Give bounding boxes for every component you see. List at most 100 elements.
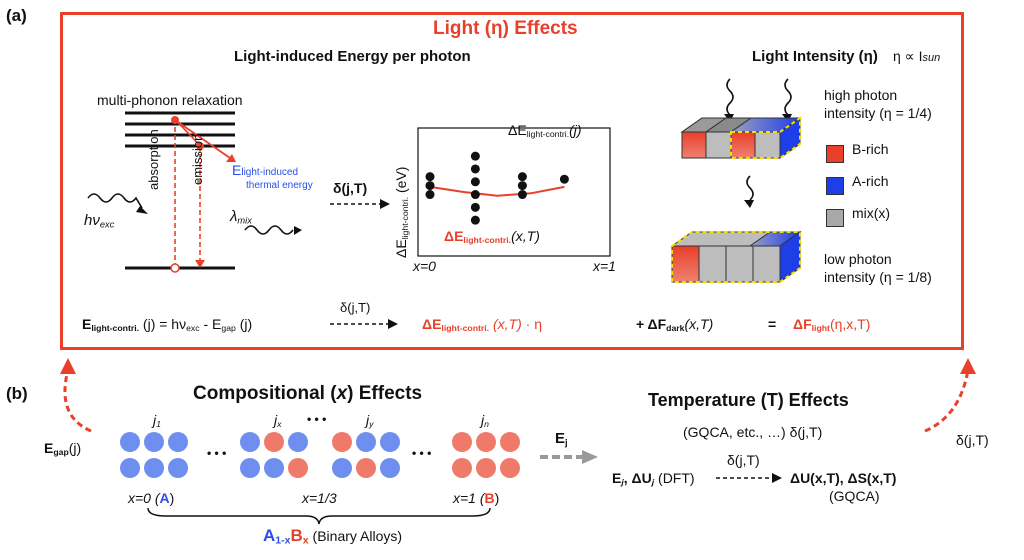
du-ds-label: ΔU(x,T), ΔS(x,T) <box>790 470 897 486</box>
panel-b-label: (b) <box>6 384 28 403</box>
atom-ball-17 <box>380 458 400 478</box>
atom-ball-1 <box>144 432 164 452</box>
chart-point-8 <box>470 215 480 225</box>
eq-delta: δ(j,T) <box>340 300 371 315</box>
atom-ball-6 <box>240 432 260 452</box>
chart-point-0 <box>425 172 435 182</box>
composition-title: Compositional (x) Effects <box>193 383 423 404</box>
absorption-label: absorption <box>146 129 161 190</box>
j1-label: j1 <box>153 412 161 430</box>
composition-balls <box>120 432 520 478</box>
chart-point-2 <box>425 190 435 200</box>
atom-ball-9 <box>240 458 260 478</box>
chart-point-3 <box>470 151 480 161</box>
temp-dashed-arrow <box>716 473 782 483</box>
curved-arrow-left <box>60 358 92 433</box>
brace <box>147 507 491 525</box>
delta-arrow-label-top: δ(j,T) <box>333 180 368 196</box>
atom-ball-2 <box>168 432 188 452</box>
chart-top-label: ΔElight-contri.(j) <box>508 122 582 140</box>
incoming-photon <box>87 193 143 209</box>
x13-label: x=1/3 <box>302 490 337 506</box>
alloy-label: A1-xBx (Binary Alloys) <box>263 526 403 547</box>
chart-point-6 <box>470 190 480 200</box>
jx-label: jx <box>274 412 282 430</box>
chart-point-1 <box>425 181 435 191</box>
energy-subtitle: Light-induced Energy per photon <box>234 48 471 65</box>
proportional-label: η ∝ Isun <box>893 48 941 64</box>
atom-ball-20 <box>500 432 520 452</box>
energy-level-diagram <box>87 111 302 273</box>
atom-ball-11 <box>288 458 308 478</box>
chart-point-4 <box>470 164 480 174</box>
atom-ball-22 <box>476 458 496 478</box>
atom-ball-13 <box>356 432 376 452</box>
thermal-energy-label: Elight-induced thermal energy <box>232 162 313 191</box>
chart-point-10 <box>517 181 527 191</box>
panel-a-frame <box>60 12 964 350</box>
eq-dashed-arrow <box>330 319 398 329</box>
low-intensity-array <box>670 231 802 283</box>
atom-ball-4 <box>144 458 164 478</box>
atom-ball-0 <box>120 432 140 452</box>
panel-a-title: Light (η) Effects <box>433 18 578 39</box>
chart-point-11 <box>517 190 527 200</box>
atom-ball-5 <box>168 458 188 478</box>
atom-ball-19 <box>476 432 496 452</box>
ej-label: Ej <box>555 430 568 448</box>
chart-line <box>429 185 565 197</box>
atom-ball-7 <box>264 432 284 452</box>
jn-label: jn <box>481 412 489 430</box>
upper-levels <box>125 111 235 148</box>
atom-ball-23 <box>500 458 520 478</box>
curved-arrow-right <box>924 358 976 433</box>
atom-ball-15 <box>332 458 352 478</box>
x0-label: x=0 (A) <box>128 490 175 506</box>
eq-plus: + ΔFdark(x,T) <box>636 316 714 334</box>
dots-right: • • • <box>412 446 432 460</box>
eq-equals: = <box>768 316 777 332</box>
chart-point-5 <box>470 177 480 187</box>
delta-right: δ(j,T) <box>727 452 760 468</box>
emission-label: emission <box>190 133 205 185</box>
chart-point-7 <box>470 202 480 212</box>
atom-ball-14 <box>380 432 400 452</box>
ej-arrow <box>540 450 598 464</box>
high-intensity-array <box>680 116 802 159</box>
intensity-subtitle: Light Intensity (η) <box>752 48 878 65</box>
atom-ball-21 <box>452 458 472 478</box>
chart-point-9 <box>517 172 527 182</box>
jy-label: jy <box>366 412 374 430</box>
multi-phonon-label: multi-phonon relaxation <box>97 92 243 108</box>
chart-frame <box>417 127 611 257</box>
dots-top: • • • <box>307 412 327 426</box>
egap-label: Egap(j) <box>44 440 82 458</box>
lambda-mix-label: λmix <box>230 208 252 226</box>
chart-point-12 <box>559 174 569 184</box>
atom-ball-18 <box>452 432 472 452</box>
cube-arrays <box>670 78 802 283</box>
chart-curve-label: ΔElight-contri.(x,T) <box>444 228 540 246</box>
chart-x0: x=0 <box>413 258 436 274</box>
panel-a-label: (a) <box>6 6 27 25</box>
eq-mid: ΔElight-contri. (x,T) · η <box>422 316 542 334</box>
thermal-arrow <box>174 119 231 159</box>
hv-exc-label: hνexc <box>84 212 115 230</box>
gqca-label: (GQCA) <box>829 488 880 504</box>
absorption-origin <box>170 263 180 273</box>
eq-result: ΔFlight(η,x,T) <box>793 316 871 334</box>
ej-du-label: Ej, ΔUj (DFT) <box>612 470 695 488</box>
emitted-photon <box>244 225 294 235</box>
energy-chart <box>417 127 611 257</box>
dashed-arrow-top <box>330 199 390 209</box>
dots-left: • • • <box>207 446 227 460</box>
atom-ball-16 <box>356 458 376 478</box>
atom-ball-3 <box>120 458 140 478</box>
gqca-line: (GQCA, etc., …) δ(j,T) <box>683 424 823 440</box>
chart-ylabel: ΔElight-contri. (eV) <box>393 166 411 258</box>
eq-left: Elight-contri. (j) = hνexc - Egap (j) <box>82 316 253 334</box>
atom-ball-12 <box>332 432 352 452</box>
x1-label: x=1 (B) <box>453 490 500 506</box>
